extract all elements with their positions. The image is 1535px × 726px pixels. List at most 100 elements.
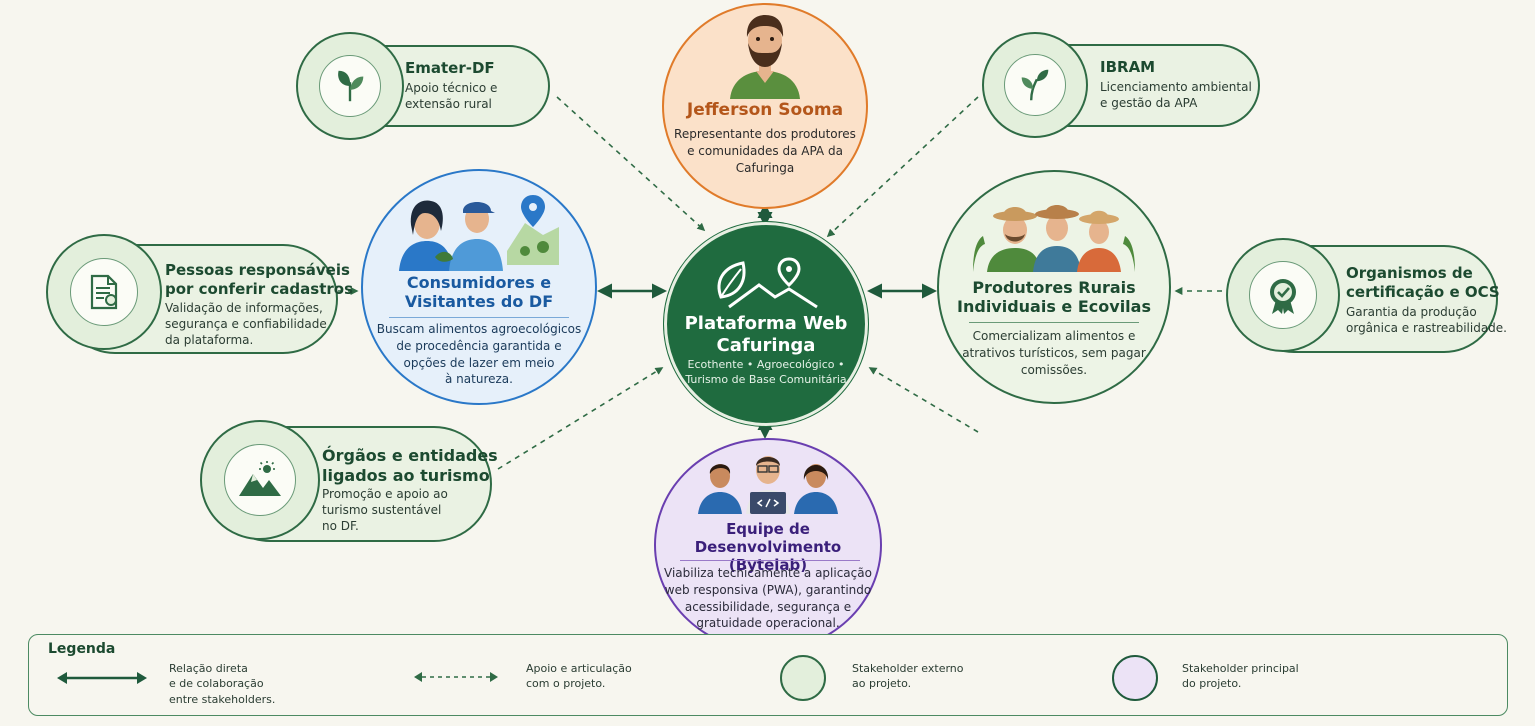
equipe-desc-line: web responsiva (PWA), garantindo <box>664 582 872 597</box>
orgaos-desc: Promoção e apoio ao turismo sustentável … <box>322 486 448 535</box>
organismos-desc-line: Garantia da produção <box>1346 305 1477 319</box>
legend-main-line: do projeto. <box>1182 677 1242 691</box>
produtores-title-line: Individuais e Ecovilas <box>957 297 1151 317</box>
legend-external-text: Stakeholder externo ao projeto. <box>852 661 964 692</box>
legend-direct-text: Relação direta e de colaboração entre st… <box>169 661 275 707</box>
jefferson-desc-line: Cafuringa <box>735 160 795 175</box>
jefferson-node: Jefferson Sooma Representante dos produt… <box>662 3 868 209</box>
consumidores-desc-line: à natureza. <box>445 372 513 387</box>
orgaos-icon-badge <box>200 420 320 540</box>
support-dashed-arrows <box>338 96 1222 470</box>
leaf-location-logo-icon <box>717 257 818 309</box>
consumidores-desc-line: Buscam alimentos agroecológicos <box>376 322 582 336</box>
organismos-desc-line: orgânica e rastreabilidade. <box>1346 321 1507 336</box>
equipe-desc-line: gratuidade operacional. <box>696 616 840 631</box>
legend-support-line: Apoio e articulação <box>526 662 632 675</box>
consumidores-divider <box>389 317 569 318</box>
pessoas-desc-line: segurança e confiabilidade <box>165 317 327 332</box>
emater-desc-line: Apoio técnico e <box>405 81 498 95</box>
pessoas-desc: Validação de informações, segurança e co… <box>165 300 327 349</box>
produtores-node: Produtores Rurais Individuais e Ecovilas… <box>937 170 1171 404</box>
legend-main-circle <box>1112 655 1158 701</box>
dev-team-illustration-icon <box>698 456 838 514</box>
legend-external-circle <box>780 655 826 701</box>
organismos-icon-badge <box>1226 238 1340 352</box>
orgaos-desc-line: Promoção e apoio ao <box>322 487 448 501</box>
consumidores-title-line: Consumidores e <box>406 273 552 292</box>
produtores-divider <box>969 322 1139 323</box>
legend-direct-line: Relação direta <box>169 662 248 675</box>
ibram-desc-line: e gestão da APA <box>1100 96 1198 111</box>
emater-title: Emater-DF <box>405 59 495 77</box>
legend-box: Legenda Relação direta e de colaboração … <box>28 634 1508 716</box>
orgaos-title-line: Órgãos e entidades <box>322 446 498 465</box>
man-avatar-icon <box>730 15 800 99</box>
legend-external-line: Stakeholder externo <box>852 662 964 675</box>
equipe-desc-line: acessibilidade, segurança e <box>684 599 852 614</box>
mountain-sun-icon <box>239 461 281 496</box>
legend-title: Legenda <box>48 641 116 657</box>
emater-desc: Apoio técnico e extensão rural <box>405 80 497 112</box>
produtores-title-line: Produtores Rurais <box>972 278 1136 297</box>
pessoas-icon-badge <box>46 234 162 350</box>
organismos-title-line: certificação e OCS <box>1346 282 1500 301</box>
consumidores-node: Consumidores e Visitantes do DF Buscam a… <box>361 169 597 405</box>
legend-external-line: ao projeto. <box>852 677 912 691</box>
sprout-icon <box>1021 69 1049 101</box>
pessoas-title: Pessoas responsáveis por conferir cadast… <box>165 261 353 299</box>
jefferson-name: Jefferson Sooma <box>686 100 844 120</box>
legend-support-arrow-icon <box>414 672 498 682</box>
plataforma-center-node: Plataforma Web Cafuringa Ecothente • Agr… <box>664 222 868 426</box>
equipe-node: Equipe de Desenvolvimento (Bytelab) Viab… <box>654 438 882 652</box>
legend-direct-line: entre stakeholders. <box>169 692 276 706</box>
equipe-title-line: Equipe de Desenvolvimento <box>694 520 842 556</box>
emater-icon-badge <box>296 32 404 140</box>
consumidores-desc-line: de procedência garantida e <box>396 338 562 353</box>
produtores-title: Produtores Rurais Individuais e Ecovilas <box>939 278 1169 316</box>
legend-main-line: Stakeholder principal <box>1182 662 1299 675</box>
equipe-desc-line: Viabiliza tecnicamente a aplicação <box>664 566 872 580</box>
ibram-title: IBRAM <box>1100 58 1156 76</box>
pessoas-title-line: Pessoas responsáveis <box>165 261 350 279</box>
plataforma-title: Plataforma Web Cafuringa <box>667 313 865 356</box>
legend-direct-line: e de colaboração <box>169 677 264 691</box>
consumidores-desc: Buscam alimentos agroecológicos de proce… <box>363 321 595 388</box>
organismos-title: Organismos de certificação e OCS <box>1346 264 1500 302</box>
plataforma-tags-line: Ecothente • Agroecológico • <box>687 358 845 371</box>
legend-main-text: Stakeholder principal do projeto. <box>1182 661 1299 692</box>
leaf-icon <box>338 70 364 102</box>
equipe-desc: Viabiliza tecnicamente a aplicação web r… <box>656 565 880 632</box>
organismos-desc: Garantia da produção orgânica e rastreab… <box>1346 304 1507 336</box>
farmers-illustration-icon <box>973 205 1135 272</box>
equipe-divider <box>680 560 860 561</box>
organismos-title-line: Organismos de <box>1346 264 1473 282</box>
produtores-desc-line: comissões. <box>1020 362 1088 377</box>
consumidores-title: Consumidores e Visitantes do DF <box>363 273 595 311</box>
ibram-desc: Licenciamento ambiental e gestão da APA <box>1100 79 1252 111</box>
pessoas-title-line: por conferir cadastros <box>165 279 353 298</box>
plataforma-tags-line: Turismo de Base Comunitária <box>685 373 847 387</box>
plataforma-tags: Ecothente • Agroecológico • Turismo de B… <box>667 357 865 388</box>
consumidores-title-line: Visitantes do DF <box>404 292 554 312</box>
seal-check-icon <box>1270 279 1296 314</box>
produtores-desc-line: atrativos turísticos, sem pagar <box>962 345 1146 360</box>
legend-support-text: Apoio e articulação com o projeto. <box>526 661 632 692</box>
produtores-desc-line: Comercializam alimentos e <box>972 329 1136 343</box>
jefferson-desc-line: Representante dos produtores <box>674 127 856 141</box>
orgaos-title: Órgãos e entidades ligados ao turismo <box>322 446 498 486</box>
legend-support-line: com o projeto. <box>526 677 606 691</box>
orgaos-desc-line: no DF. <box>322 519 359 534</box>
produtores-desc: Comercializam alimentos e atrativos turí… <box>939 328 1169 378</box>
jefferson-desc-line: e comunidades da APA da <box>687 143 843 158</box>
ibram-desc-line: Licenciamento ambiental <box>1100 80 1252 94</box>
orgaos-title-line: ligados ao turismo <box>322 466 490 485</box>
pessoas-desc-line: Validação de informações, <box>165 301 323 315</box>
consumidores-desc-line: opções de lazer em meio <box>403 355 555 370</box>
visitors-illustration-icon <box>399 195 559 271</box>
plataforma-title-line: Plataforma Web <box>684 313 848 334</box>
pessoas-desc-line: da plataforma. <box>165 333 254 348</box>
certificate-document-icon <box>90 274 118 310</box>
legend-direct-arrow-icon <box>57 672 147 684</box>
plataforma-title-line: Cafuringa <box>716 334 816 356</box>
